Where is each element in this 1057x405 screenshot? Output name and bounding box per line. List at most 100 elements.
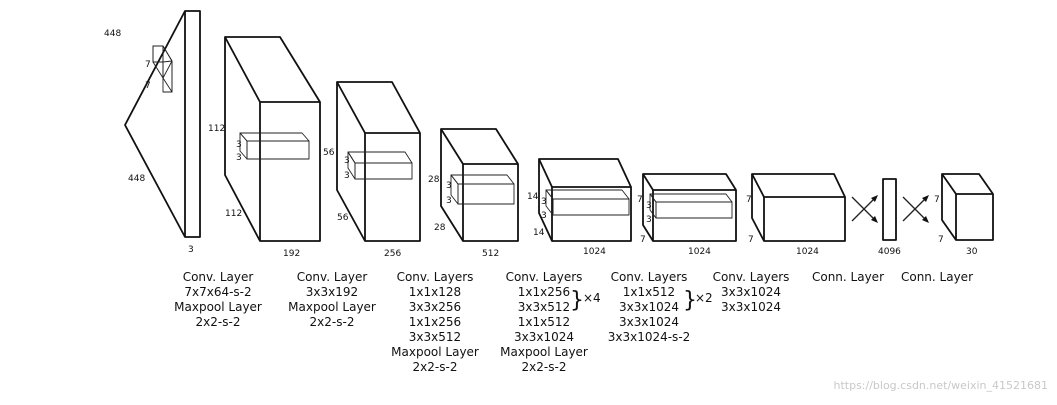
caption-line: 1x1x512: [623, 285, 675, 299]
caption-line: 3x3x256: [409, 300, 461, 314]
conv4-caption: Conv. Layers 1x1x256 3x3x512 1x1x512 3x3…: [500, 270, 588, 374]
caption-line: Maxpool Layer: [500, 345, 588, 359]
caption-line: 1x1x256: [518, 285, 570, 299]
caption-line: 3x3x1024: [619, 300, 679, 314]
fc2-depth-label: 30: [966, 247, 978, 257]
conv5-kernel-box: [649, 193, 733, 219]
caption-line: Conv. Layers: [611, 270, 688, 284]
conv5-repeat-brace: } ×2: [683, 288, 713, 313]
conv4-kernel-w-label: 3: [541, 211, 547, 221]
caption-line: Conv. Layers: [506, 270, 583, 284]
caption-line: 3x3x1024: [514, 330, 574, 344]
conv1-height-label: 112: [208, 124, 225, 134]
caption-line: 7x7x64-s-2: [184, 285, 251, 299]
caption-line: Conv. Layer: [183, 270, 254, 284]
conv2-caption: Conv. Layer 3x3x192 Maxpool Layer 2x2-s-…: [288, 270, 376, 329]
caption-line: Maxpool Layer: [391, 345, 479, 359]
conv1-caption: Conv. Layer 7x7x64-s-2 Maxpool Layer 2x2…: [174, 270, 262, 329]
conv2-kernel-h-label: 3: [344, 156, 350, 166]
fc2-block: [941, 173, 994, 241]
caption-line: 3x3x512: [409, 330, 461, 344]
conv6-caption: Conv. Layers 3x3x1024 3x3x1024: [713, 270, 790, 314]
conv2-block: [336, 81, 421, 242]
conv3-block: [440, 128, 519, 242]
caption-line: 1x1x128: [409, 285, 461, 299]
conv3-kernel-box: [450, 174, 515, 205]
conv2-kernel-box: [347, 151, 413, 180]
caption-line: 2x2-s-2: [310, 315, 355, 329]
caption-line: 1x1x512: [518, 315, 570, 329]
fc2-width-label: 7: [938, 235, 944, 245]
conv3-kernel-h-label: 3: [446, 181, 452, 191]
conv3-depth-label: 512: [482, 249, 499, 259]
conv5-repeat-label: ×2: [695, 291, 713, 305]
caption-line: Conn. Layer: [901, 270, 973, 284]
caption-line: 1x1x256: [409, 315, 461, 329]
caption-line: 2x2-s-2: [196, 315, 241, 329]
conv2-height-label: 56: [323, 148, 335, 158]
conv5-height-label: 7: [637, 195, 643, 205]
input-kernel-w-label: 7: [145, 81, 151, 91]
caption-line: 2x2-s-2: [522, 360, 567, 374]
conv4-repeat-brace: } ×4: [570, 288, 601, 313]
brace-glyph: }: [570, 288, 584, 313]
conv6-height-label: 7: [746, 195, 752, 205]
conv2-width-label: 56: [337, 213, 349, 223]
input-kernel-box: [152, 45, 173, 93]
input-depth-label: 3: [188, 245, 194, 255]
conv4-width-label: 14: [533, 228, 545, 238]
caption-line: Conv. Layers: [397, 270, 474, 284]
fc1-connection-cross: [851, 195, 878, 223]
conv4-repeat-label: ×4: [583, 291, 601, 305]
conv1-depth-label: 192: [283, 249, 300, 259]
fc2-connection-cross: [902, 195, 929, 223]
caption-line: 3x3x512: [518, 300, 570, 314]
conv5-width-label: 7: [640, 235, 646, 245]
input-width-label: 448: [128, 174, 145, 184]
caption-line: Maxpool Layer: [174, 300, 262, 314]
conv5-kernel-w-label: 3: [646, 215, 652, 225]
fc1-block: [882, 178, 897, 241]
conv3-width-label: 28: [434, 223, 446, 233]
conv4-kernel-h-label: 3: [541, 197, 547, 207]
caption-line: 3x3x1024: [721, 285, 781, 299]
fc1-size-label: 4096: [878, 247, 901, 257]
caption-line: 2x2-s-2: [413, 360, 458, 374]
conv6-depth-label: 1024: [796, 247, 819, 257]
conv1-width-label: 112: [225, 209, 242, 219]
conv5-kernel-h-label: 3: [646, 201, 652, 211]
caption-line: 3x3x1024: [721, 300, 781, 314]
conv3-height-label: 28: [428, 175, 440, 185]
conv4-block: [538, 158, 632, 242]
caption-line: 3x3x192: [306, 285, 358, 299]
conv6-width-label: 7: [748, 235, 754, 245]
conv1-kernel-box: [239, 132, 310, 160]
conv4-kernel-box: [545, 189, 630, 216]
conv6-block: [751, 173, 846, 242]
caption-line: Maxpool Layer: [288, 300, 376, 314]
input-image: 448 448 3 7 7: [104, 10, 201, 255]
caption-line: Conv. Layer: [297, 270, 368, 284]
conv5-depth-label: 1024: [688, 247, 711, 257]
fc2-caption: Conn. Layer: [901, 270, 973, 284]
fc2-height-label: 7: [934, 195, 940, 205]
conv4-height-label: 14: [527, 192, 539, 202]
conv5-block: [642, 173, 737, 242]
conv3-caption: Conv. Layers 1x1x128 3x3x256 1x1x256 3x3…: [391, 270, 479, 374]
caption-line: 3x3x1024: [619, 315, 679, 329]
brace-glyph: }: [683, 288, 697, 313]
caption-line: Conv. Layers: [713, 270, 790, 284]
watermark: https://blog.csdn.net/weixin_41521681: [833, 379, 1048, 392]
conv2-depth-label: 256: [384, 249, 401, 259]
conv1-block: [224, 36, 321, 242]
caption-line: 3x3x1024-s-2: [608, 330, 691, 344]
conv3-kernel-w-label: 3: [446, 196, 452, 206]
input-height-label: 448: [104, 29, 121, 39]
caption-line: Conn. Layer: [812, 270, 884, 284]
conv2-kernel-w-label: 3: [344, 171, 350, 181]
fc1-caption: Conn. Layer: [812, 270, 884, 284]
input-kernel-h-label: 7: [145, 60, 151, 70]
conv1-kernel-w-label: 3: [236, 153, 242, 163]
conv4-depth-label: 1024: [583, 247, 606, 257]
conv5-caption: Conv. Layers 1x1x512 3x3x1024 3x3x1024 3…: [608, 270, 691, 344]
